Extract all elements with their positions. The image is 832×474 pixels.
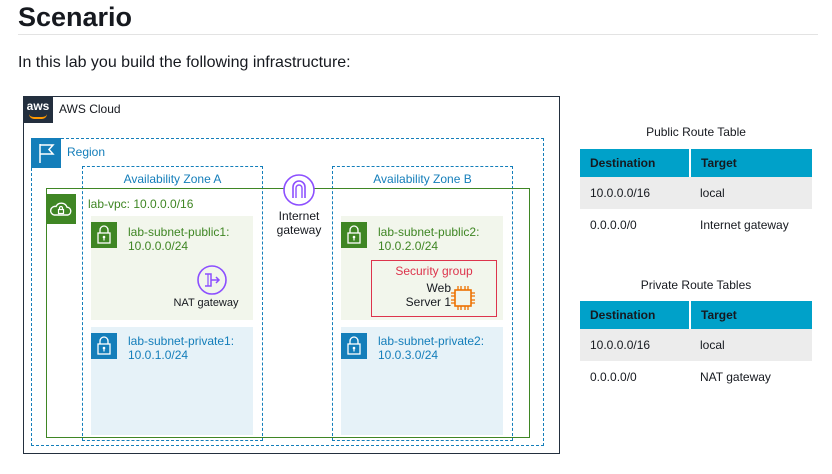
public-subnet-1 bbox=[91, 216, 253, 320]
target-cell: local bbox=[690, 329, 812, 361]
availability-zone-b-label: Availability Zone B bbox=[373, 172, 472, 186]
aws-cloud-boundary bbox=[23, 96, 560, 454]
target-cell: Internet gateway bbox=[700, 218, 789, 232]
web-server-label-line2: Server 1 bbox=[405, 295, 451, 309]
private-subnet-1-name: lab-subnet-private1: bbox=[128, 334, 235, 348]
lock-icon bbox=[91, 333, 117, 359]
private-subnet-1 bbox=[91, 327, 253, 435]
private-subnet-2 bbox=[341, 327, 503, 435]
internet-gateway-label-line2: gateway bbox=[276, 223, 322, 237]
security-group-boundary bbox=[371, 260, 497, 317]
vpc-cloud-icon bbox=[46, 194, 76, 224]
column-header-target: Target bbox=[690, 301, 812, 329]
destination-cell: 0.0.0.0/0 bbox=[590, 370, 637, 384]
lock-icon bbox=[341, 333, 367, 359]
availability-zone-a bbox=[82, 166, 263, 441]
vpc-label: lab-vpc: 10.0.0.0/16 bbox=[88, 197, 194, 211]
internet-gateway-icon bbox=[282, 173, 316, 207]
security-group-label: Security group bbox=[395, 264, 473, 278]
private-route-table-caption: Private Route Tables bbox=[640, 278, 752, 292]
nat-gateway-label: NAT gateway bbox=[173, 297, 239, 309]
public-subnet-2-cidr: 10.0.2.0/24 bbox=[378, 239, 439, 253]
availability-zone-a-label: Availability Zone A bbox=[123, 172, 222, 186]
table-header-row: Destination Target bbox=[580, 301, 812, 329]
region-boundary bbox=[31, 138, 544, 446]
availability-zone-b bbox=[332, 166, 513, 441]
target-cell: NAT gateway bbox=[700, 370, 771, 384]
column-header-target: Target bbox=[690, 149, 812, 177]
table-row: 0.0.0.0/0 Internet gateway bbox=[580, 209, 812, 241]
internet-gateway-label-line1: Internet bbox=[278, 209, 320, 223]
private-subnet-2-cidr: 10.0.3.0/24 bbox=[378, 348, 439, 362]
page-title: Scenario bbox=[18, 2, 133, 32]
title-divider bbox=[18, 34, 818, 35]
column-header-destination: Destination bbox=[580, 301, 691, 329]
public-subnet-1-cidr: 10.0.0.0/24 bbox=[128, 239, 189, 253]
internet-gateway-label: Internet gateway bbox=[262, 209, 336, 237]
public-subnet-1-name: lab-subnet-public1: bbox=[128, 225, 230, 239]
aws-cloud-label: AWS Cloud bbox=[59, 102, 121, 116]
private-route-table: Destination Target 10.0.0.0/16 local 0.0… bbox=[580, 301, 812, 393]
nat-gateway-icon bbox=[196, 264, 228, 296]
table-header-row: Destination Target bbox=[580, 149, 812, 177]
private-subnet-1-cidr: 10.0.1.0/24 bbox=[128, 348, 189, 362]
public-subnet-2-name: lab-subnet-public2: bbox=[378, 225, 480, 239]
lock-icon bbox=[341, 222, 367, 248]
table-row: 10.0.0.0/16 local bbox=[580, 329, 812, 361]
region-flag-icon bbox=[31, 138, 61, 168]
public-route-table-caption: Public Route Table bbox=[646, 125, 746, 139]
private-subnet-2-name: lab-subnet-private2: bbox=[378, 334, 485, 348]
web-server-label-line1: Web bbox=[426, 281, 451, 295]
aws-logo-text: aws bbox=[26, 99, 50, 113]
aws-logo: aws bbox=[23, 96, 53, 123]
public-route-table: Destination Target 10.0.0.0/16 local 0.0… bbox=[580, 149, 812, 241]
region-label: Region bbox=[67, 145, 106, 159]
public-subnet-2 bbox=[341, 216, 503, 320]
ec2-chip-icon bbox=[448, 283, 478, 313]
destination-cell: 10.0.0.0/16 bbox=[580, 329, 690, 361]
web-server-label: Web Server 1 bbox=[377, 281, 451, 309]
destination-cell: 10.0.0.0/16 bbox=[580, 177, 690, 209]
column-header-destination: Destination bbox=[580, 149, 691, 177]
intro-text: In this lab you build the following infr… bbox=[18, 54, 351, 71]
table-row: 0.0.0.0/0 NAT gateway bbox=[580, 361, 812, 393]
target-cell: local bbox=[690, 177, 812, 209]
lock-icon bbox=[91, 222, 117, 248]
destination-cell: 0.0.0.0/0 bbox=[590, 218, 637, 232]
table-row: 10.0.0.0/16 local bbox=[580, 177, 812, 209]
